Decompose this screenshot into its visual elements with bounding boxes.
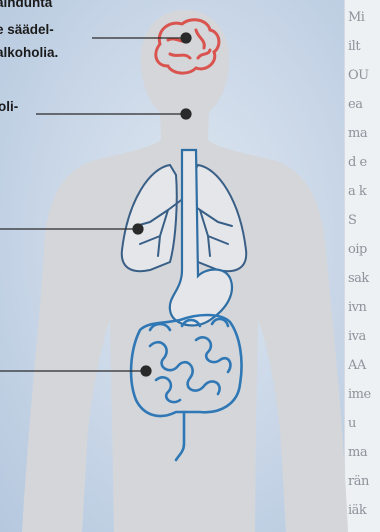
adjacent-text-fragment: Mi xyxy=(348,10,380,25)
adjacent-text-fragment: ilt xyxy=(348,39,380,54)
adjacent-text-fragment: rän xyxy=(348,474,380,489)
adjacent-text-fragment: d e xyxy=(348,155,380,170)
adjacent-text-fragment: u xyxy=(348,416,380,431)
throat-label: oli- xyxy=(0,98,18,116)
adjacent-text-fragment: S xyxy=(348,213,380,228)
adjacent-text-fragment: ma xyxy=(348,126,380,141)
adjacent-text-fragment: ime xyxy=(348,387,380,402)
adjacent-text-fragment: iva xyxy=(348,329,380,344)
adjacent-text-fragment: ma xyxy=(348,445,380,460)
adjacent-text-fragment: oip xyxy=(348,242,380,257)
brain-label-line2: e säädel- xyxy=(0,21,54,39)
adjacent-text-fragment: ea xyxy=(348,97,380,112)
brain-label-line1: aihdunta xyxy=(0,0,52,12)
adjacent-text-fragment: AA xyxy=(348,358,380,373)
adjacent-text-fragment: OU xyxy=(348,68,380,83)
brain-label-line3: alkoholia. xyxy=(0,44,58,62)
adjacent-text-fragment: ivn xyxy=(348,300,380,315)
adjacent-text-fragment: sak xyxy=(348,271,380,286)
adjacent-text-fragment: iäk xyxy=(348,503,380,518)
adjacent-text-fragment: a k xyxy=(348,184,380,199)
